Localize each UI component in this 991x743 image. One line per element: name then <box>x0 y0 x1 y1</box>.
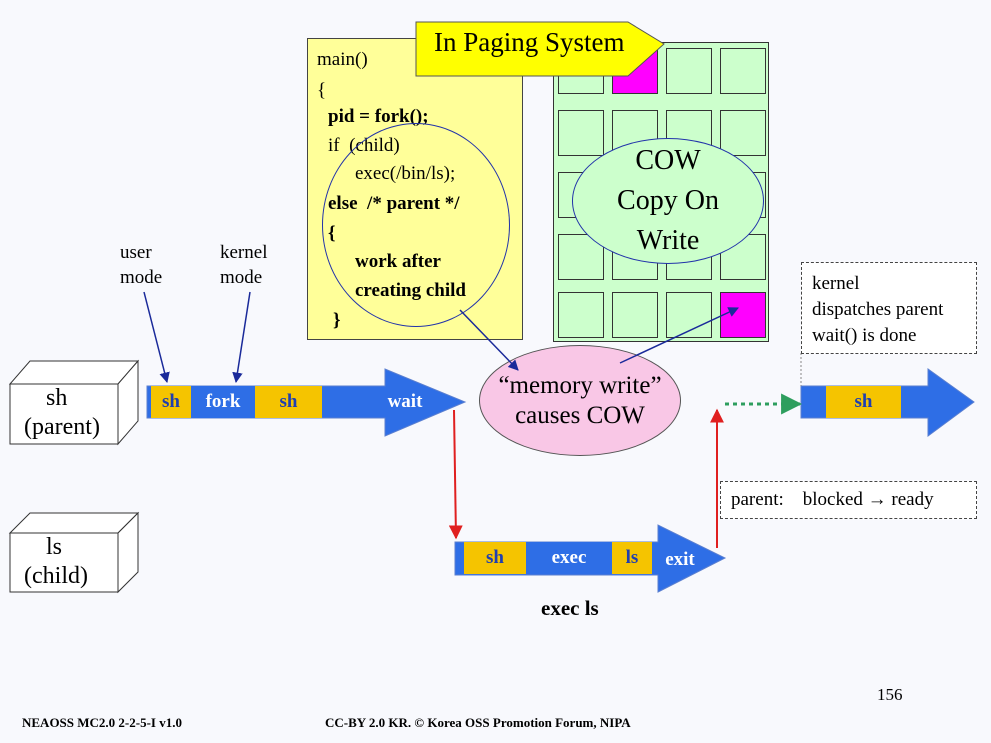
footer-version: NEAOSS MC2.0 2-2-5-I v1.0 <box>22 715 182 730</box>
cow-label-line1: COW <box>635 145 701 176</box>
memory-page <box>558 292 604 338</box>
fork-to-child-connector <box>448 409 463 540</box>
child-process-name: ls <box>46 534 63 560</box>
parent-segment-sh-2: sh <box>255 386 322 418</box>
memory-write-line1: “memory write” <box>498 371 662 399</box>
resumed-segment-sh: sh <box>826 386 901 418</box>
memory-page <box>612 292 658 338</box>
code-to-memory-write-pointer <box>459 309 519 371</box>
child-segment-exec: exec <box>526 542 612 574</box>
code-line-open-brace: { <box>317 80 327 101</box>
kernel-dispatch-note-line2: dispatches parent <box>812 299 944 320</box>
memory-write-to-page-pointer <box>619 307 739 364</box>
child-process-cube <box>8 511 140 594</box>
code-highlight-ellipse <box>322 123 510 327</box>
cow-ellipse <box>572 138 764 264</box>
parent-wait-label: wait <box>387 391 423 412</box>
memory-page <box>720 48 766 94</box>
cow-label: COW Copy On Write <box>572 138 764 264</box>
kernel-dispatch-note: kernel dispatches parent wait() is done <box>801 262 977 354</box>
parent-process-cube <box>8 359 140 446</box>
parent-segment-fork: fork <box>191 386 255 418</box>
child-process-role: (child) <box>24 563 88 589</box>
kernel-mode-pointer <box>232 291 251 384</box>
kernel-dispatch-note-line3: wait() is done <box>812 325 917 346</box>
child-segment-ls: ls <box>612 542 652 574</box>
footer-license: CC-BY 2.0 KR. © Korea OSS Promotion Foru… <box>325 715 631 730</box>
parent-process-name: sh <box>46 385 68 411</box>
code-line-fork: pid = fork(); <box>328 106 429 127</box>
code-line-main: main() <box>317 49 368 70</box>
user-mode-pointer <box>143 291 170 384</box>
parent-segment-sh-1: sh <box>151 386 191 418</box>
kernel-mode-label-line2: mode <box>220 267 263 288</box>
cow-label-line3: Write <box>636 225 700 256</box>
memory-page <box>666 48 712 94</box>
kernel-dispatch-note-line1: kernel <box>812 273 860 294</box>
memory-page <box>720 110 766 156</box>
user-mode-label-line1: user <box>120 242 152 263</box>
memory-write-ellipse: “memory write” causes COW <box>479 345 681 456</box>
page-number: 156 <box>877 685 903 704</box>
kernel-mode-label-line1: kernel <box>220 242 268 263</box>
user-mode-label-line2: mode <box>120 267 163 288</box>
exec-ls-caption: exec ls <box>541 596 599 620</box>
parent-state-note: parent: blocked → ready <box>720 481 977 519</box>
memory-page <box>558 110 604 156</box>
memory-write-line2: causes COW <box>515 401 645 429</box>
cow-label-line2: Copy On <box>617 185 719 216</box>
banner-label: In Paging System <box>434 26 625 57</box>
child-segment-sh: sh <box>464 542 526 574</box>
child-exit-label: exit <box>665 549 695 570</box>
code-line-close-brace: } <box>333 310 341 331</box>
parent-process-role: (parent) <box>24 414 100 440</box>
